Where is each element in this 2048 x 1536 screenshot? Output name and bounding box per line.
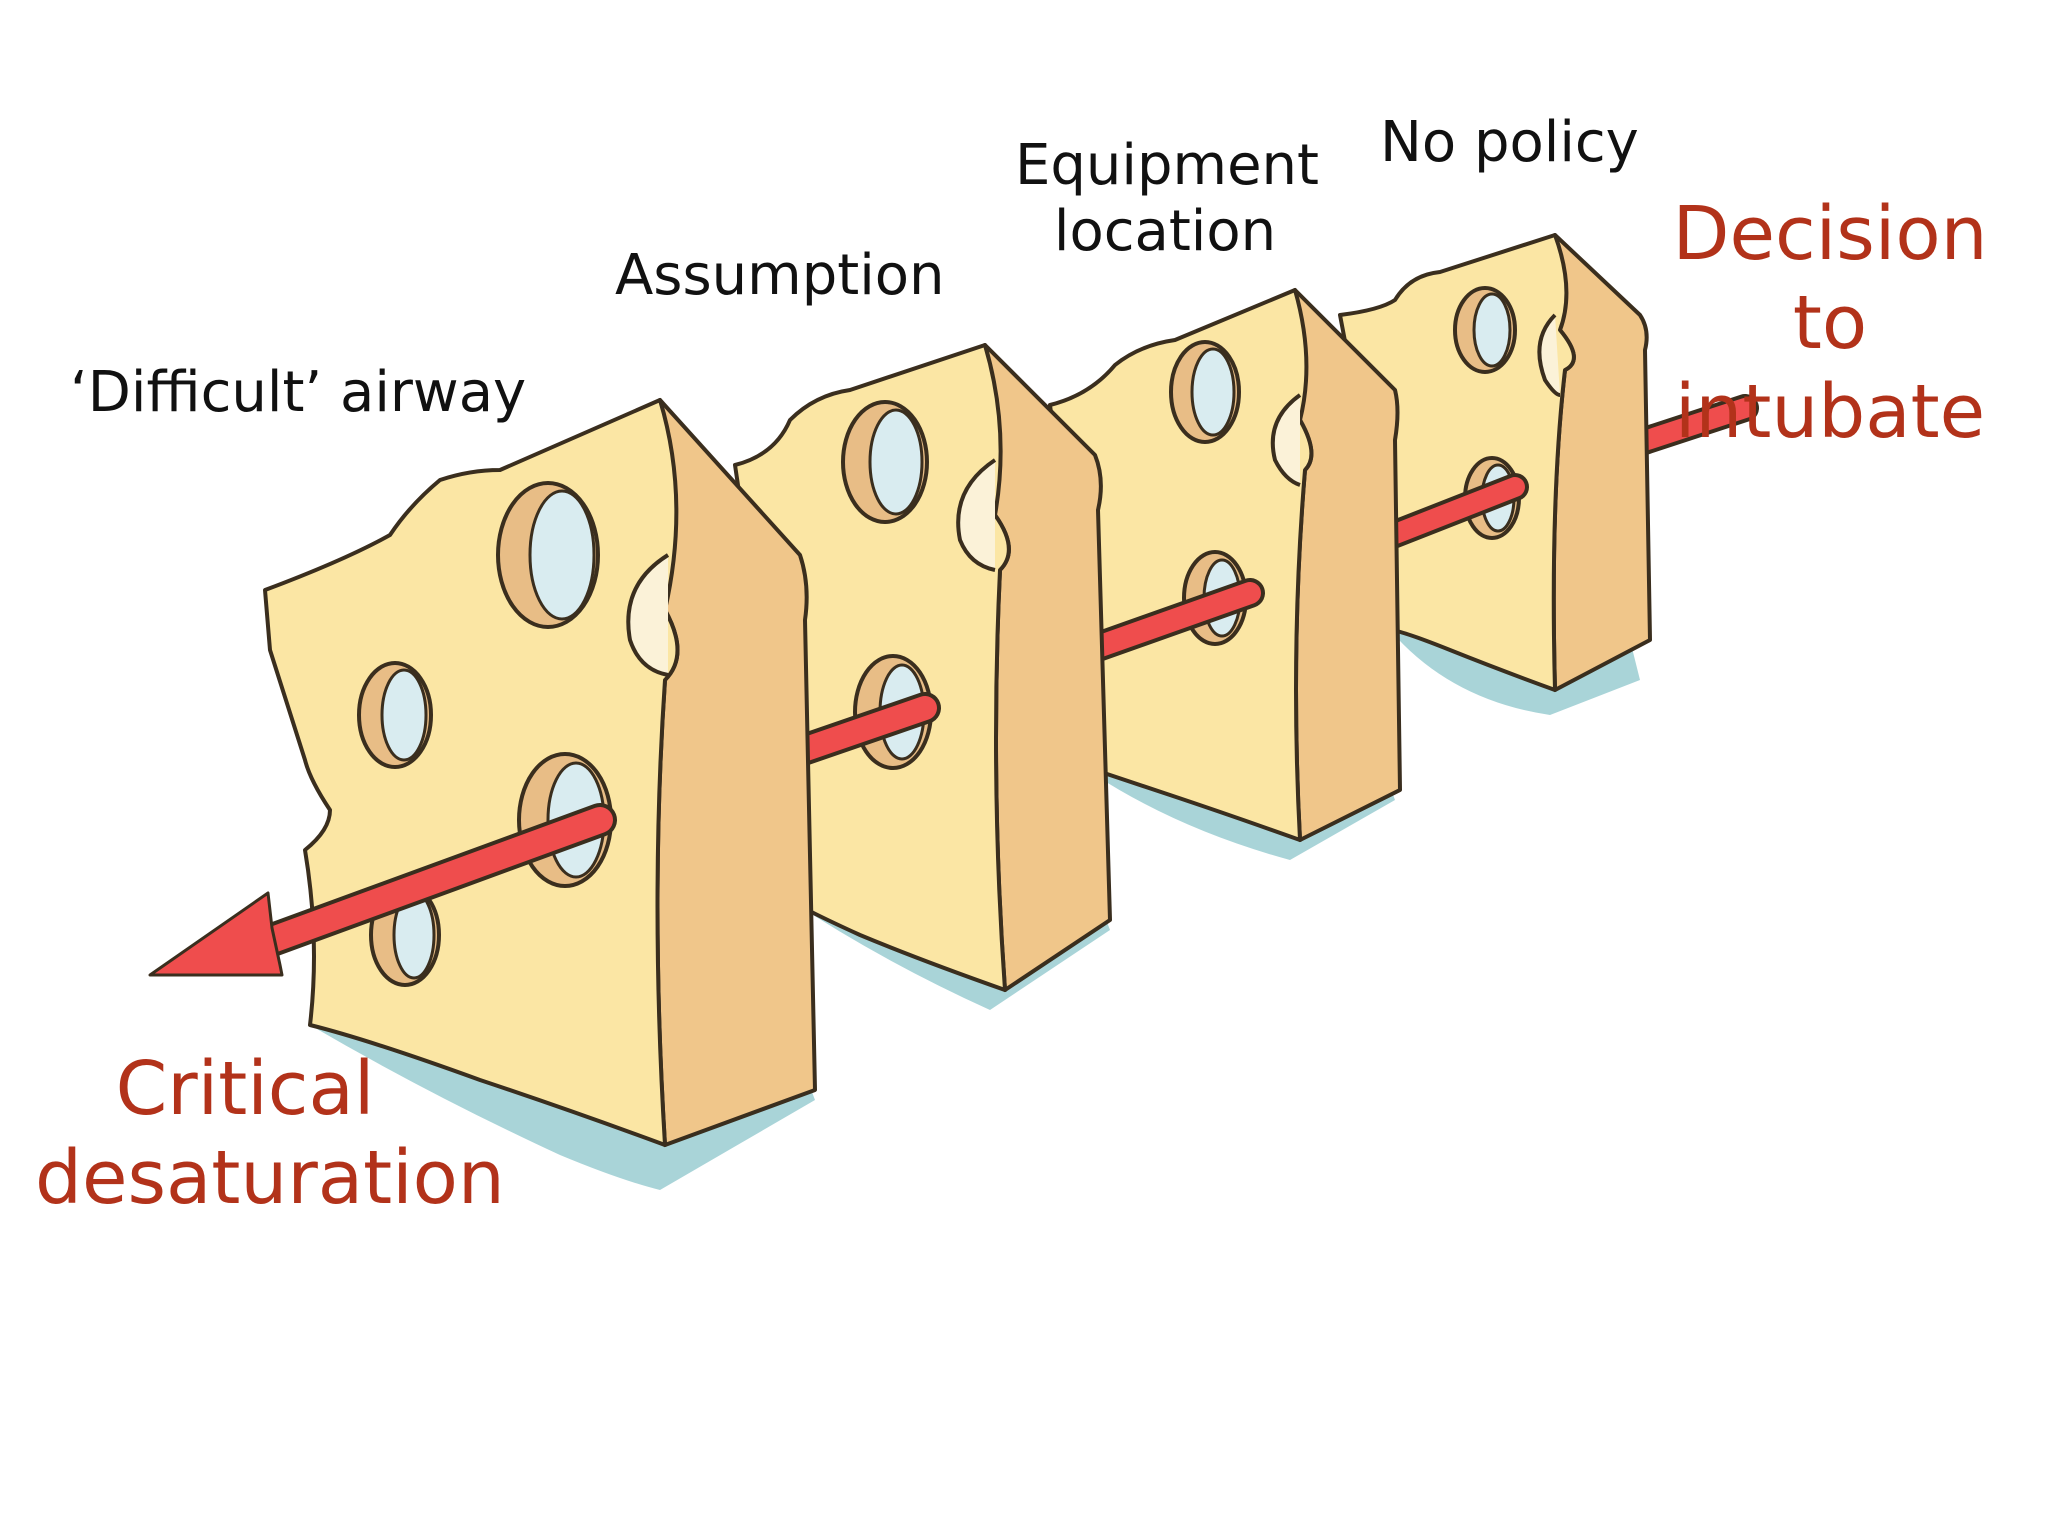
arrow-exit-segment <box>148 803 617 977</box>
layer-label-no-policy: No policy <box>1380 110 1639 175</box>
layer-label-equipment-location: Equipment location <box>1015 133 1319 265</box>
layer-label-assumption: Assumption <box>615 243 945 308</box>
cheese-slice-3 <box>1048 288 1402 860</box>
start-label-decision-to-intubate: Decision to intubate <box>1672 191 1988 455</box>
cheese-slice-1 <box>263 398 817 1190</box>
layer-label-difficult-airway: ‘Difficult’ airway <box>70 360 527 425</box>
arrowhead <box>148 891 284 977</box>
end-label-critical-desaturation: Critical desaturation <box>35 1046 505 1221</box>
